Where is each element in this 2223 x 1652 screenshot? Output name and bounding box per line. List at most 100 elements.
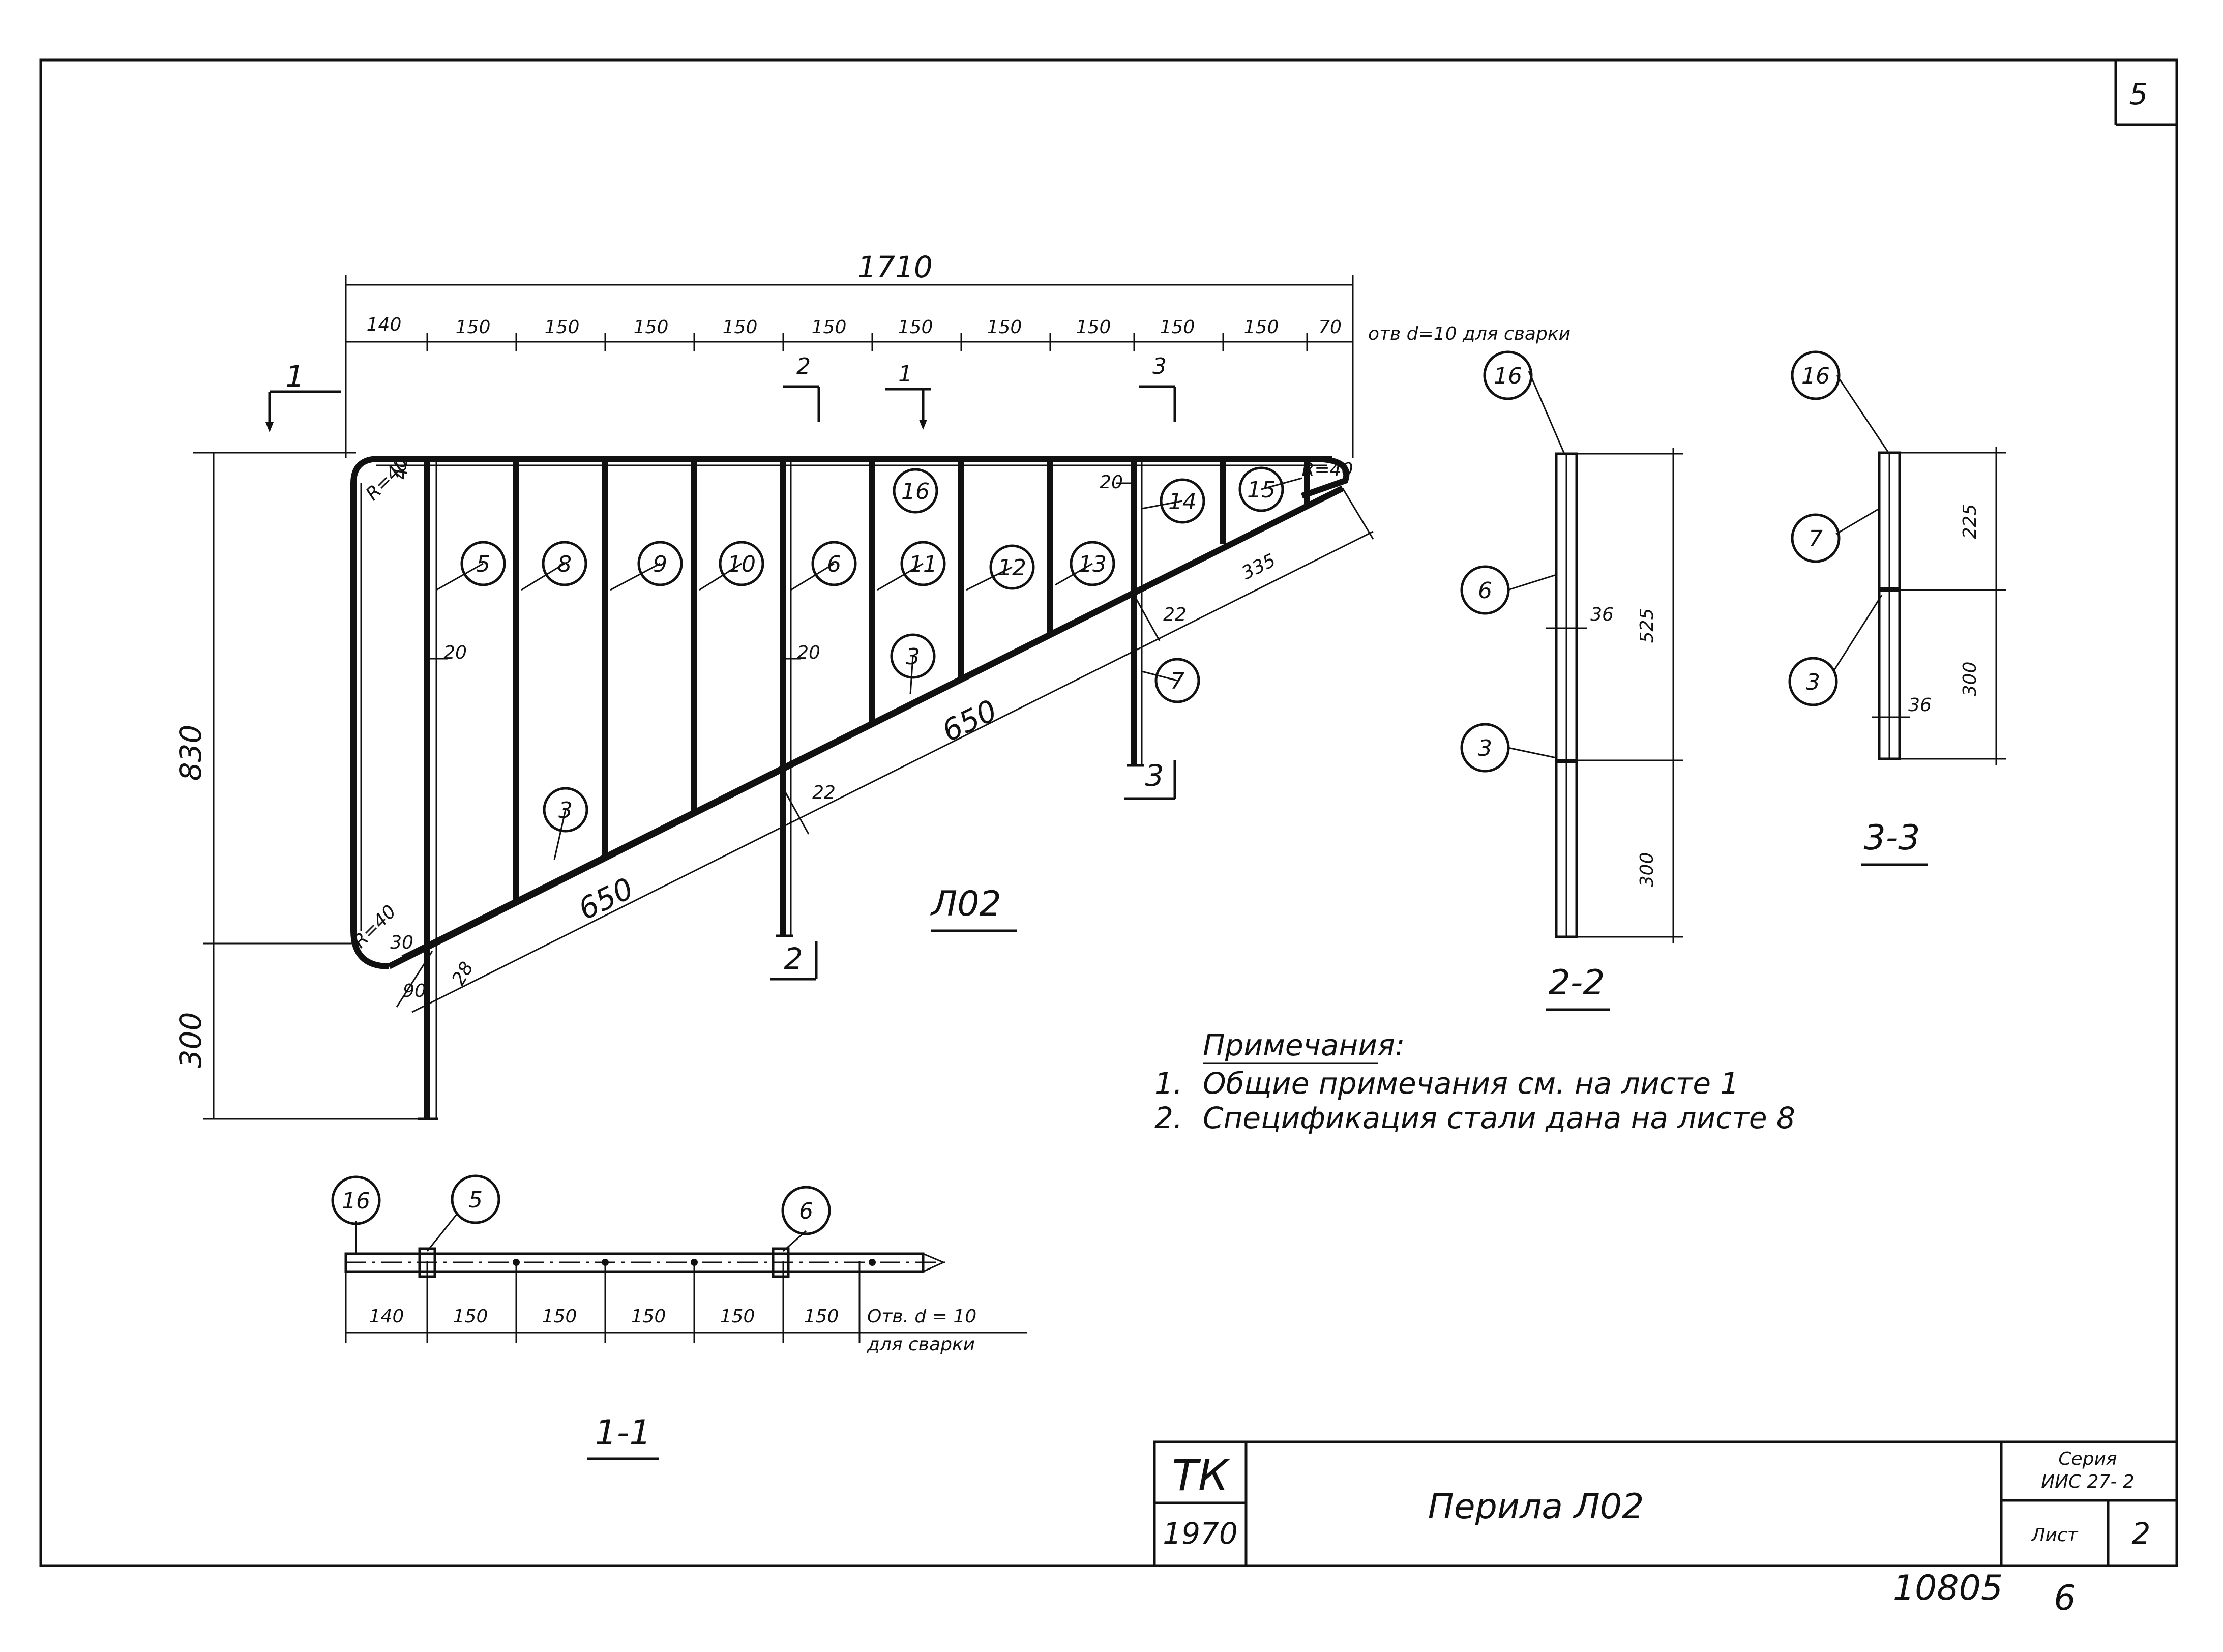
title-block-year: 1970: [1163, 1516, 1238, 1551]
spacing-label: 140: [367, 314, 402, 335]
section-1-1-marker: 6: [799, 1198, 813, 1224]
slope-dimension-line: [411, 530, 1374, 1013]
post-right: [1127, 459, 1144, 767]
view-label: Л02: [930, 884, 1001, 924]
section-cut-1-right: 1: [885, 361, 931, 430]
section-3-3-dim-36: 36: [1908, 695, 1932, 716]
marker-label: 10: [727, 551, 756, 577]
spacing-label: 150: [545, 317, 580, 338]
dim-650-label: 650: [937, 693, 1002, 749]
r40-right-label: R=40: [1302, 459, 1353, 480]
section-2-2-title: 2-2: [1548, 963, 1605, 1003]
title-block-series-value: ИИС 27- 2: [2041, 1471, 2135, 1492]
spacing-label: 150: [1160, 317, 1195, 338]
marker-label: 11: [909, 551, 937, 577]
marker-label: 9: [653, 551, 667, 577]
note-number: 2.: [1154, 1101, 1182, 1135]
marker-label: 7: [1170, 668, 1184, 694]
marker-label: 3: [906, 644, 920, 670]
dim-20-label: 20: [443, 642, 467, 663]
section-1-1-spacing: 150: [542, 1306, 577, 1327]
section-1-1-spacing: 150: [720, 1306, 755, 1327]
spacing-label: 150: [987, 317, 1022, 338]
section-3-3-marker-low: 3: [1806, 669, 1820, 695]
section-2-2: 525 300 36 16 6 3 2-2: [1460, 350, 1683, 1011]
spacing-ticks: [345, 333, 1354, 351]
section-1-1-spacing: 140: [369, 1306, 404, 1327]
section-3-3-marker-mid: 7: [1809, 526, 1823, 552]
overall-width-label: 1710: [857, 250, 933, 284]
archive-page: 6: [2054, 1578, 2076, 1618]
post-left: [418, 459, 438, 1120]
section-cut-3-bottom: 3: [1124, 758, 1176, 800]
marker-label: 16: [901, 479, 930, 505]
spacing-label: 150: [1076, 317, 1111, 338]
marker-label: 3: [558, 798, 573, 823]
dim-40-label: 40: [391, 456, 411, 480]
section-1-1-marker: 16: [342, 1188, 370, 1214]
note-number: 1.: [1154, 1066, 1182, 1101]
height-dimension: 830 300: [173, 452, 437, 1120]
section-3-3-marker-top: 16: [1801, 363, 1830, 389]
section-cut-1-left: 1: [265, 359, 341, 432]
section-cut-1-label: 1: [286, 359, 305, 394]
section-cut-3-label: 3: [1145, 758, 1164, 793]
dim-28-label: 28: [448, 958, 478, 989]
marker-label: 5: [476, 551, 490, 577]
spacing-label: 150: [723, 317, 758, 338]
note-text: Общие примечания см. на листе 1: [1203, 1066, 1739, 1101]
spacing-label: 150: [812, 317, 847, 338]
dim-22-label: 22: [1163, 604, 1187, 625]
dim-335-label: 335: [1238, 550, 1279, 584]
section-3-3: 225 300 36 16 7 3 3-3: [1788, 350, 2006, 866]
section-1-1-marker: 5: [468, 1187, 483, 1213]
section-1-1-spacing: 150: [804, 1306, 839, 1327]
section-cut-3-label: 3: [1152, 353, 1167, 379]
spacing-label: 70: [1318, 317, 1342, 338]
section-2-2-marker-mid: 6: [1478, 578, 1492, 604]
section-3-3-dim-300: 300: [1960, 662, 1980, 697]
main-view-markers: 5 8 9 10 6 11 12 13 16 14 15 3: [436, 466, 1302, 860]
title-block-org: ТК: [1172, 1451, 1230, 1500]
title-block-title: Перила Л02: [1428, 1487, 1644, 1527]
height-300-label: 300: [173, 1012, 208, 1069]
dim-20-label: 20: [1100, 472, 1123, 493]
spacing-label: 150: [1244, 317, 1279, 338]
section-2-2-marker-top: 16: [1494, 363, 1522, 389]
post-middle: [776, 459, 793, 937]
archive-code: 10805: [1893, 1568, 2003, 1608]
section-1-1-hole-note: Отв. d = 10: [867, 1306, 976, 1327]
railing-frame: [350, 456, 1350, 969]
section-1-1: 140 150 150 150 150 150 Отв. d = 10 для …: [331, 1174, 1027, 1460]
spacing-labels: 140 150 150 150 150 150 150 150 150 150 …: [367, 314, 1342, 338]
sheet-number: 5: [2129, 77, 2148, 111]
sheet-frame: [39, 58, 2178, 1567]
section-1-1-hole-note: для сварки: [867, 1334, 975, 1355]
section-1-1-title: 1-1: [595, 1413, 651, 1453]
section-1-1-spacing: 150: [453, 1306, 488, 1327]
section-2-2-dim-36: 36: [1590, 604, 1614, 625]
balusters: [513, 459, 1310, 900]
hole-note: отв d=10 для сварки: [1368, 323, 1570, 344]
marker-label: 13: [1078, 551, 1107, 577]
title-block-sheet-label: Лист: [2030, 1525, 2078, 1546]
note-text: Спецификация стали дана на листе 8: [1203, 1101, 1795, 1135]
title-block: ТК 1970 Перила Л02 Серия ИИС 27- 2 Лист …: [1153, 1440, 2178, 1567]
spacing-label: 150: [456, 317, 491, 338]
section-2-2-marker-low: 3: [1478, 735, 1492, 761]
section-cut-3-top: 3: [1139, 353, 1176, 422]
title-block-series-label: Серия: [2058, 1449, 2117, 1469]
dim-30-label: 30: [390, 932, 413, 953]
marker-label: 14: [1168, 489, 1197, 515]
dim-650-label: 650: [573, 871, 639, 927]
section-3-3-dim-225: 225: [1960, 504, 1980, 539]
marker-label: 8: [557, 551, 572, 577]
marker-label: 12: [998, 555, 1026, 581]
section-2-2-dim-525: 525: [1637, 608, 1657, 643]
section-2-2-dim-300: 300: [1637, 852, 1657, 888]
section-cut-1-label: 1: [898, 361, 912, 387]
dim-22-label: 22: [812, 782, 836, 803]
section-cut-2-label: 2: [784, 941, 803, 976]
notes: Примечания: 1. Общие примечания см. на л…: [1154, 1028, 1795, 1135]
